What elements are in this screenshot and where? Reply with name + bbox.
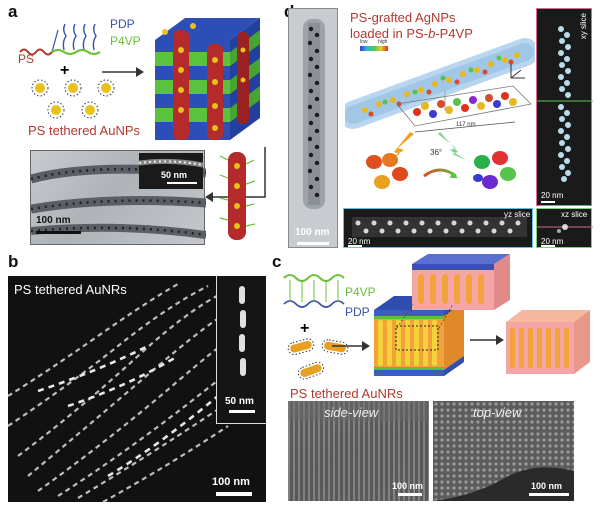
panel-c-p4vp-label: P4VP: [345, 285, 376, 299]
panel-a-plus: +: [60, 62, 70, 79]
panel-c-pdp-label: PDP: [345, 305, 370, 319]
panel-a-main-scale-text: 100 nm: [36, 215, 71, 226]
panel-a-label: a: [8, 2, 18, 21]
panel-a-lamellar-cube: [155, 18, 260, 140]
panel-d-cbar-high: high: [378, 39, 388, 45]
panel-b-main-scale-text: 100 nm: [212, 476, 250, 488]
panel-a-nanoparticles: [31, 79, 115, 119]
panel-a-inset-scalebar: [167, 182, 197, 184]
panel-b-inset: 50 nm: [216, 276, 266, 424]
panel-c-result-block: [506, 310, 590, 374]
panel-d-xz-scale-text: 20 nm: [541, 237, 564, 246]
panel-c-arrow-2: [470, 335, 504, 345]
panel-d-rotation-label: 36°: [430, 148, 443, 157]
panel-d-zoom-box: [396, 85, 532, 133]
panel-d-yz-label: yz slice: [504, 210, 531, 219]
panel-b-main-scalebar: [216, 492, 252, 496]
panel-d-xz-slice: xz slice 20 nm: [536, 208, 593, 248]
panel-a-arrow-right: [102, 67, 144, 77]
panel-b-sem-image: PS tethered AuNRs 50 nm 100 nm: [8, 276, 266, 502]
panel-c-arrow-1: [332, 341, 370, 351]
panel-d-axes-icon: [510, 64, 525, 79]
panel-d-yz-scalebar: [348, 245, 362, 247]
panel-d-cluster-right: [473, 151, 516, 189]
panel-d-yz-scale-text: 20 nm: [348, 237, 371, 246]
panel-a-pdp-label: PDP: [110, 17, 135, 31]
panel-d-xy-label: xy slice: [579, 13, 588, 40]
panel-d-tem-scalebar: [297, 242, 329, 245]
panel-b-label: b: [8, 252, 19, 271]
panel-a-tem-image: 50 nm 100 nm: [30, 150, 206, 245]
panel-a-inset-scale-text: 50 nm: [161, 170, 188, 180]
panel-a-single-cylinder: [219, 152, 256, 240]
panel-c-plus: +: [300, 320, 310, 337]
panel-c-label: c: [272, 252, 282, 271]
panel-c-zoom-inset: [410, 254, 510, 314]
panel-c-side-view-image: side-view 100 nm: [288, 401, 429, 501]
panel-b-caption: PS tethered AuNRs: [14, 282, 127, 297]
panel-c-top-view-label: top-view: [473, 405, 522, 420]
panel-d-cluster-arrows: [388, 132, 466, 160]
panel-a-ps-label: PS: [18, 52, 35, 66]
panel-b-inset-scalebar: [229, 410, 255, 413]
panel-d-title-line1: PS-grafted AgNPs: [350, 10, 456, 25]
panel-d-cluster-left: [366, 153, 408, 189]
panel-a-main-scalebar: [36, 231, 81, 234]
panel-c-np-caption: PS tethered AuNRs: [290, 386, 403, 401]
panel-c-top-view-image: top-view 100 nm: [433, 401, 574, 501]
panel-d-xy-scalebar: [541, 201, 555, 203]
panel-b-inset-scale-text: 50 nm: [225, 396, 254, 407]
panel-d-yz-slice: yz slice 20 nm: [343, 208, 533, 248]
panel-c-top-scale-text: 100 nm: [531, 481, 563, 491]
panel-a-p4vp-label: P4VP: [110, 34, 141, 48]
panel-c-side-scalebar: [398, 493, 422, 496]
panel-d-xz-scalebar: [541, 245, 555, 247]
panel-c-zoom-lines: [396, 303, 454, 329]
panel-c-nanorods: [287, 338, 349, 380]
panel-d-title-line2: loaded in PS-b-P4VP: [350, 26, 473, 41]
panel-c-side-scale-text: 100 nm: [392, 481, 424, 491]
panel-a-tem-inset: 50 nm: [139, 153, 203, 189]
panel-a-polymer-chains: [19, 23, 101, 56]
panel-d-rotation-arrow: [423, 168, 458, 178]
panel-d-colorbar: [360, 46, 388, 51]
panel-c-polymer-chains: [283, 274, 345, 308]
panel-a-np-caption: PS tethered AuNPs: [28, 123, 141, 138]
panel-d-xz-label: xz slice: [561, 210, 588, 219]
panel-d-xy-scale-text: 20 nm: [541, 191, 564, 200]
panel-d-tem-image: 100 nm: [288, 8, 338, 248]
panel-d-cbar-low: low: [360, 39, 368, 45]
panel-c-side-view-label: side-view: [324, 405, 379, 420]
panel-d-length-label: 117 nm: [456, 122, 476, 128]
panel-d-title: PS-grafted AgNPs loaded in PS-b-P4VP: [350, 10, 473, 42]
panel-d-3d-reconstruction: [345, 38, 535, 129]
panel-d-tem-scale-text: 100 nm: [295, 227, 330, 238]
panel-c-top-scalebar: [529, 493, 569, 496]
panel-d-xy-slice: xy slice 20 nm: [536, 8, 593, 206]
